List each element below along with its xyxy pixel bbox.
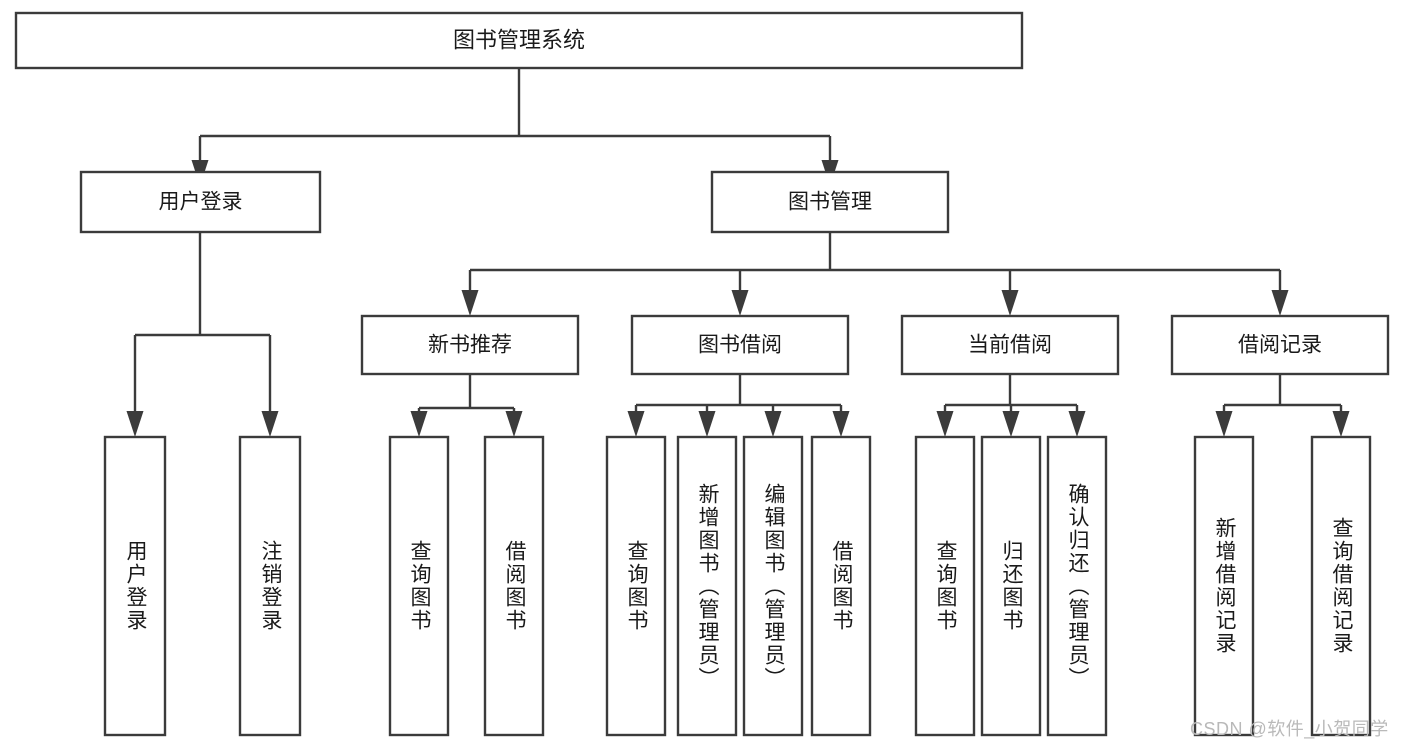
- node-label-current-borrow: 当前借阅: [968, 334, 1052, 357]
- node-box-current-query-book: [914, 435, 976, 737]
- connector-root-to-level2-bar: [191, 68, 839, 186]
- connector-records-to-leaves-bar: [1215, 374, 1350, 437]
- node-current-confirm-return[interactable]: [1046, 435, 1108, 737]
- node-box-user-login-do: [103, 435, 167, 737]
- node-recommend-query-book[interactable]: [388, 435, 450, 737]
- connector-current-to-leaves-bar: [936, 374, 1086, 437]
- node-current-query-book[interactable]: [914, 435, 976, 737]
- node-box-borrow-edit-book: [742, 435, 804, 737]
- node-box-root: [14, 11, 1024, 70]
- node-box-borrow-lend-book: [810, 435, 872, 737]
- node-root[interactable]: 图书管理系统: [14, 11, 1024, 70]
- connector-bookmgmt-to-level3-bar: [461, 232, 1289, 316]
- connector-userlogin-to-leaves-bar: [126, 232, 279, 437]
- node-query-borrow-record[interactable]: [1310, 435, 1372, 737]
- node-label-user-login: 用户登录: [159, 191, 243, 214]
- csdn-watermark: CSDN @软件_小贺同学: [1190, 719, 1389, 739]
- node-label-book-borrow: 图书借阅: [698, 334, 782, 357]
- node-label-new-book-recommend: 新书推荐: [428, 334, 512, 357]
- node-box-current-borrow: [900, 314, 1120, 376]
- node-borrow-lend-book[interactable]: [810, 435, 872, 737]
- node-recommend-borrow-book[interactable]: [483, 435, 545, 737]
- node-borrow-add-book[interactable]: [676, 435, 738, 737]
- node-box-recommend-borrow-book: [483, 435, 545, 737]
- node-box-query-borrow-record: [1310, 435, 1372, 737]
- node-user-login-do[interactable]: [103, 435, 167, 737]
- node-book-management[interactable]: 图书管理: [710, 170, 950, 234]
- node-box-book-borrow: [630, 314, 850, 376]
- node-user-logout[interactable]: [238, 435, 302, 737]
- connector-recommend-to-leaves-bar: [410, 374, 523, 437]
- node-box-recommend-query-book: [388, 435, 450, 737]
- node-current-borrow[interactable]: 当前借阅: [900, 314, 1120, 376]
- node-box-new-book-recommend: [360, 314, 580, 376]
- node-label-root: 图书管理系统: [453, 27, 585, 52]
- node-add-borrow-record[interactable]: [1193, 435, 1255, 737]
- node-borrow-edit-book[interactable]: [742, 435, 804, 737]
- node-box-borrow-query-book: [605, 435, 667, 737]
- node-box-borrow-records: [1170, 314, 1390, 376]
- node-label-book-management: 图书管理: [788, 191, 872, 214]
- node-current-return-book[interactable]: [980, 435, 1042, 737]
- node-new-book-recommend[interactable]: 新书推荐: [360, 314, 580, 376]
- node-box-current-confirm-return: [1046, 435, 1108, 737]
- node-user-login[interactable]: 用户登录: [79, 170, 322, 234]
- node-box-book-management: [710, 170, 950, 234]
- node-box-current-return-book: [980, 435, 1042, 737]
- node-book-borrow[interactable]: 图书借阅: [630, 314, 850, 376]
- node-box-user-logout: [238, 435, 302, 737]
- node-borrow-records[interactable]: 借阅记录: [1170, 314, 1390, 376]
- node-box-user-login: [79, 170, 322, 234]
- node-borrow-query-book[interactable]: [605, 435, 667, 737]
- node-box-borrow-add-book: [676, 435, 738, 737]
- node-box-add-borrow-record: [1193, 435, 1255, 737]
- connector-borrow-to-leaves-bar: [627, 374, 850, 437]
- node-label-borrow-records: 借阅记录: [1238, 334, 1322, 357]
